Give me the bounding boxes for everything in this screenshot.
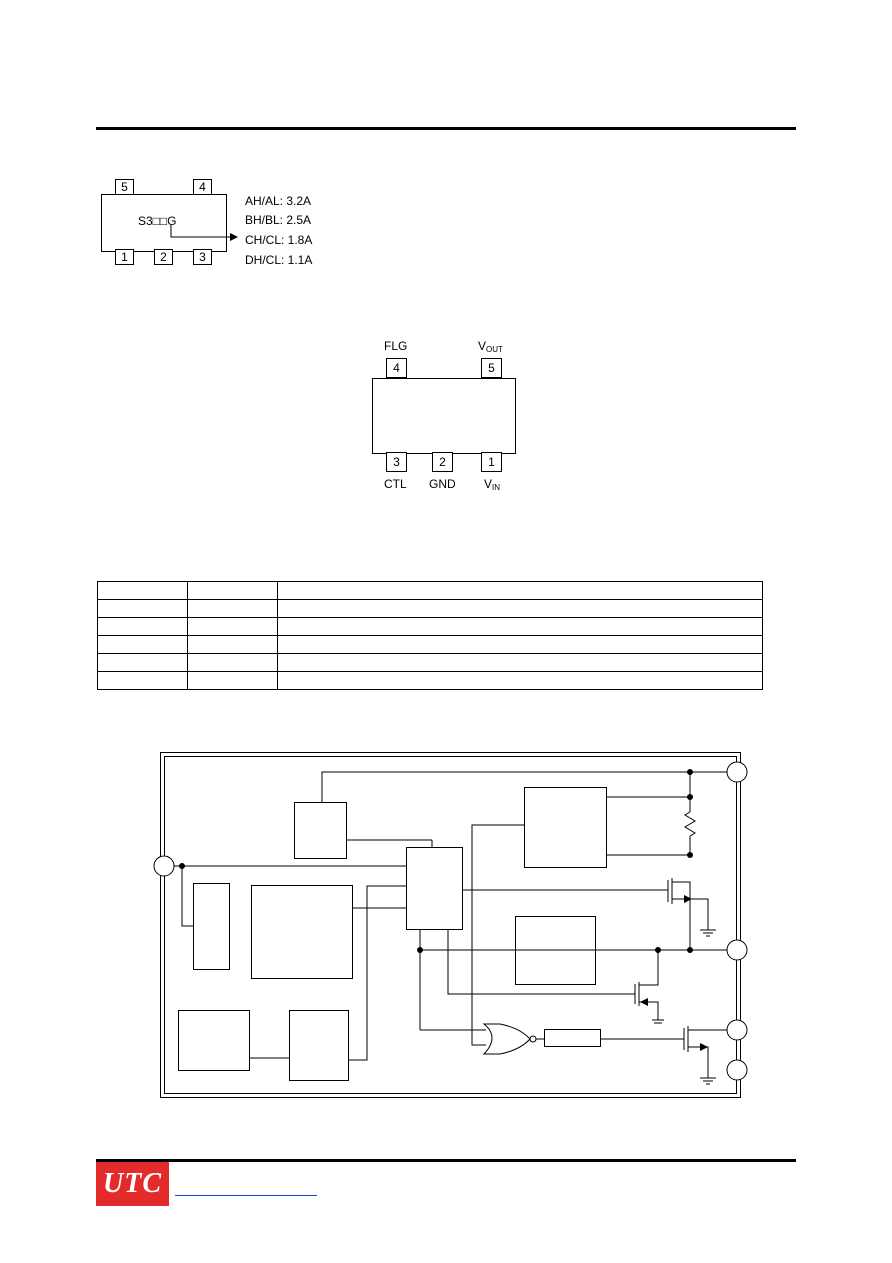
table-cell: [97, 599, 188, 618]
table-row: [97, 617, 763, 636]
pin-number: 1: [481, 452, 502, 472]
table-cell: [277, 653, 763, 672]
header-rule: [96, 127, 796, 130]
pin-number: 4: [386, 358, 407, 378]
table-cell: [187, 635, 278, 654]
table-cell: [97, 653, 188, 672]
marking-pin: 3: [193, 249, 212, 265]
table-row: [97, 653, 763, 672]
rating-line: BH/BL: 2.5A: [245, 213, 312, 227]
utc-logo: UTC: [96, 1162, 169, 1206]
table-cell: [277, 635, 763, 654]
pin-label-flg: FLG: [384, 339, 408, 353]
marking-pin: 5: [115, 179, 134, 195]
logo-text: UTC: [103, 1168, 162, 1199]
marking-pin: 4: [193, 179, 212, 195]
pin-label-main: V: [478, 339, 487, 353]
table-cell: [277, 581, 763, 600]
block-diagram: [153, 752, 748, 1098]
website-link-underline[interactable]: [175, 1195, 317, 1196]
table-cell: [187, 599, 278, 618]
table-cell: [187, 617, 278, 636]
footer-rule: [96, 1159, 796, 1162]
table-row: [97, 671, 763, 690]
table-row: [97, 635, 763, 654]
table-row: [97, 599, 763, 618]
marking-code: S3□□G: [138, 214, 177, 228]
rating-line: AH/AL: 3.2A: [245, 194, 312, 208]
pin-label-main: V: [484, 477, 493, 491]
table-cell: [277, 671, 763, 690]
table-cell: [187, 671, 278, 690]
marking-pin: 2: [154, 249, 173, 265]
marking-arrow: [170, 225, 238, 241]
pin-label-sub: IN: [492, 483, 501, 492]
table-cell: [97, 581, 188, 600]
table-cell: [277, 617, 763, 636]
pin-label-sub: OUT: [486, 345, 503, 354]
table-cell: [277, 599, 763, 618]
pin-number: 3: [386, 452, 407, 472]
pin-number: 2: [432, 452, 453, 472]
table-row: [97, 581, 763, 600]
marking-pin: 1: [115, 249, 134, 265]
pin-label-ctl: CTL: [384, 477, 407, 491]
table-cell: [97, 671, 188, 690]
pin-label-gnd: GND: [429, 477, 456, 491]
table-cell: [187, 581, 278, 600]
pinout-package-body: [372, 378, 516, 454]
pin-description-table: [97, 581, 763, 690]
table-cell: [97, 635, 188, 654]
pin-number: 5: [481, 358, 502, 378]
table-cell: [97, 617, 188, 636]
rating-line: DH/CL: 1.1A: [245, 253, 313, 267]
table-cell: [187, 653, 278, 672]
pin-label-vin: VIN: [484, 477, 500, 495]
rating-line: CH/CL: 1.8A: [245, 233, 313, 247]
pin-label-vout: VOUT: [478, 339, 503, 357]
